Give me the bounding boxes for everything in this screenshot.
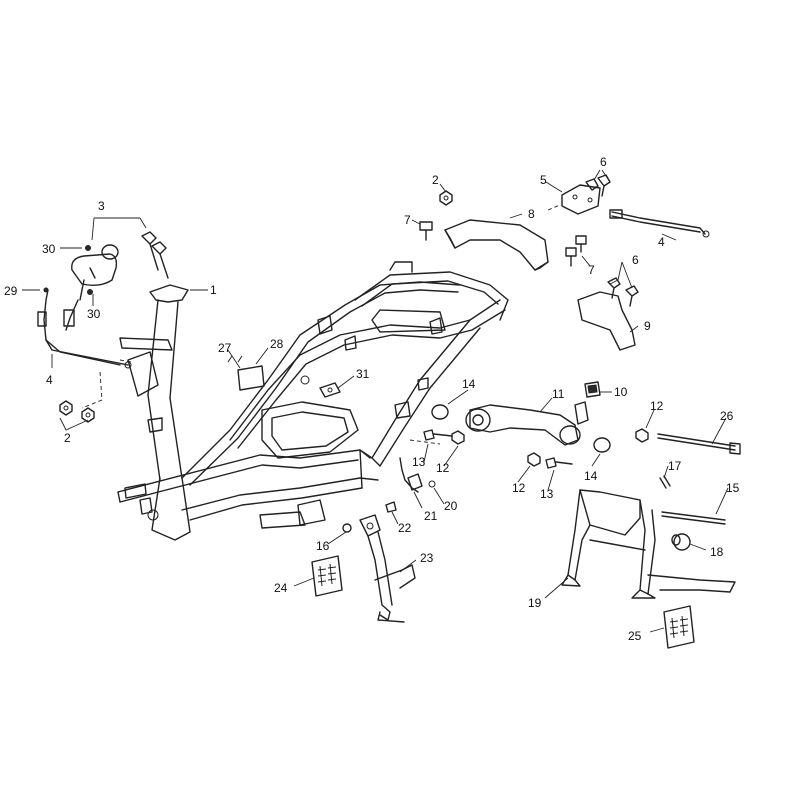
callout-12-lower: 12: [512, 481, 526, 495]
side-stand-23: [359, 514, 416, 623]
label-plate-28: [227, 355, 265, 391]
callout-2-left: 2: [64, 431, 71, 445]
bolt-22: [385, 501, 397, 513]
sidestand-switch-21: [399, 457, 436, 493]
stopper-18: [671, 533, 691, 551]
engine-mount-11: [465, 401, 589, 446]
callout-30-bottom: 30: [87, 307, 101, 321]
callout-6-right: 6: [632, 253, 639, 267]
main-frame: [117, 261, 509, 541]
callout-8: 8: [528, 207, 535, 221]
spring-pack-25: [663, 605, 695, 649]
bushings-14: [431, 404, 611, 453]
callout-7-top: 7: [404, 213, 411, 227]
callout-12-right: 12: [650, 399, 664, 413]
main-stand-19: [561, 489, 736, 599]
callout-28: 28: [270, 337, 284, 351]
callout-11: 11: [552, 387, 565, 401]
callout-10: 10: [614, 385, 628, 399]
callout-3: 3: [98, 199, 105, 213]
callout-1: 1: [210, 283, 217, 297]
callout-29: 29: [4, 284, 18, 298]
callout-6-top: 6: [600, 155, 607, 169]
callout-14-left: 14: [462, 377, 476, 391]
callout-4-left: 4: [46, 373, 53, 387]
callout-7-right: 7: [588, 263, 595, 277]
long-bolt-26: [657, 433, 741, 455]
callout-12-mid: 12: [436, 461, 450, 475]
assembly-guides: [81, 204, 561, 445]
callout-19: 19: [528, 596, 542, 610]
callout-23: 23: [420, 551, 434, 565]
callout-30-top: 30: [42, 242, 56, 256]
callout-labels: 1 3 30 29 30 4 2 2 8 7 5 6 4 7 6 9 27 28…: [4, 155, 740, 643]
callout-4-right: 4: [658, 235, 665, 249]
callout-14-right: 14: [584, 469, 598, 483]
plate-5: [561, 174, 611, 215]
callout-13-right: 13: [540, 487, 554, 501]
callout-31: 31: [356, 367, 370, 381]
shaft-15: [661, 511, 726, 525]
callout-16: 16: [316, 539, 330, 553]
callout-18: 18: [710, 545, 724, 559]
right-cable: [609, 209, 710, 238]
left-cable: [45, 339, 132, 369]
spring-pack-24: [311, 555, 343, 597]
ignition-switch-assembly: [37, 231, 169, 366]
cotter-pin-17: [659, 475, 671, 489]
callout-15: 15: [726, 481, 740, 495]
bolts-13-nuts-12: [423, 428, 649, 469]
callout-13-left: 13: [412, 455, 426, 469]
callout-2-top: 2: [432, 173, 439, 187]
callout-27: 27: [218, 341, 232, 355]
callout-17: 17: [668, 459, 682, 473]
callout-25: 25: [628, 629, 642, 643]
leader-lines: [22, 169, 729, 633]
callout-24: 24: [274, 581, 288, 595]
left-nuts: [59, 400, 95, 423]
callout-22: 22: [398, 521, 412, 535]
callout-20: 20: [444, 499, 458, 513]
callout-26: 26: [720, 409, 734, 423]
top-nut: [439, 190, 453, 206]
bolts-7: [419, 221, 587, 267]
bushing-10: [584, 381, 601, 398]
callout-5: 5: [540, 173, 547, 187]
washer-16: [342, 523, 352, 533]
bracket-9: [577, 277, 639, 351]
callout-21: 21: [424, 509, 438, 523]
rear-bracket-8: [444, 219, 549, 271]
callout-9: 9: [644, 319, 651, 333]
clamp-31: [319, 382, 341, 398]
